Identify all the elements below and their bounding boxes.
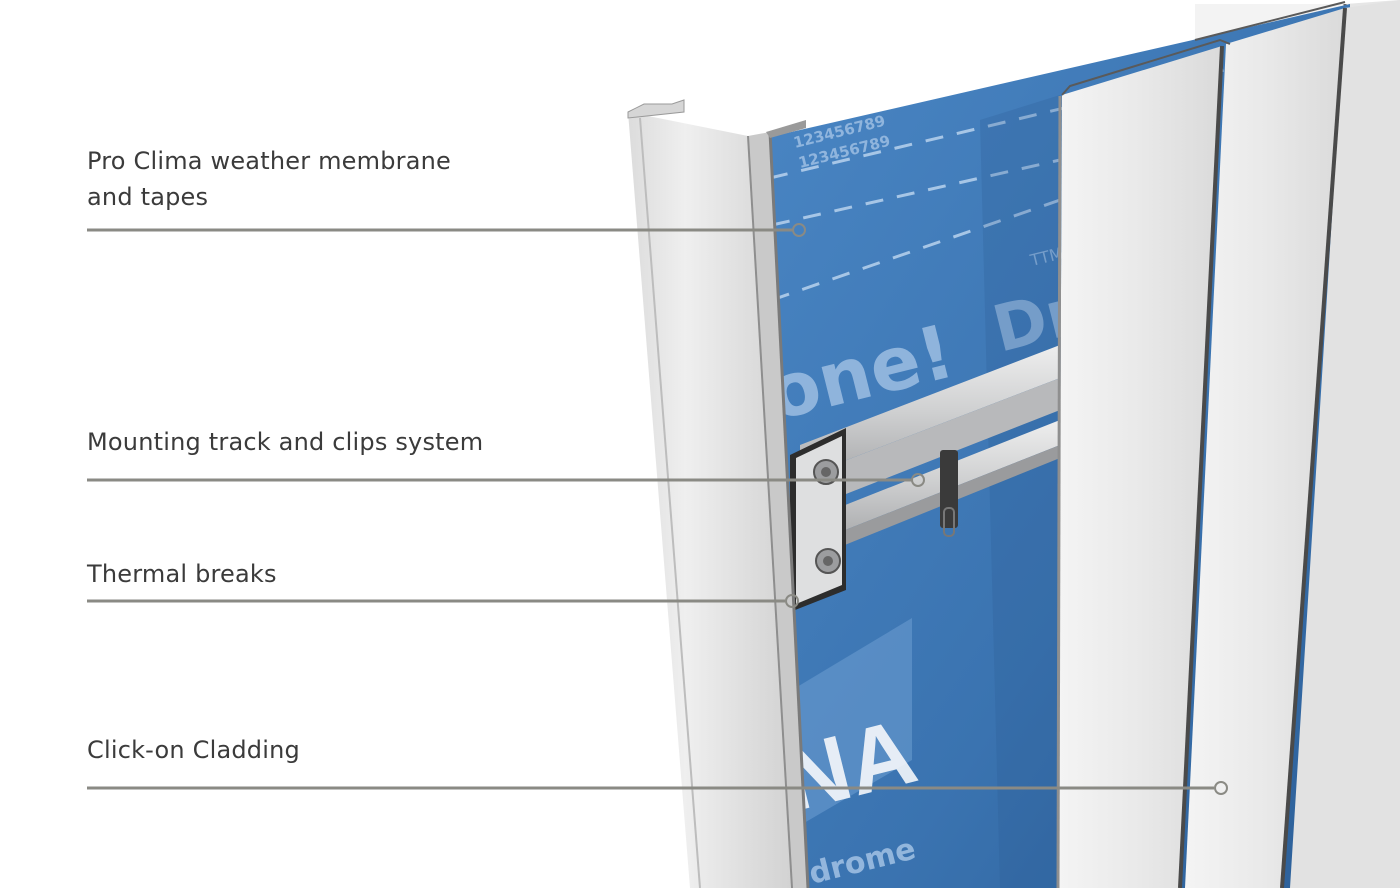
leader-dot-thermal xyxy=(785,594,799,608)
callout-cladding-label: Click-on Cladding xyxy=(87,732,300,768)
bolt-top xyxy=(813,459,839,485)
click-on-cladding-panels xyxy=(1056,0,1400,888)
leader-dot-cladding xyxy=(1214,781,1228,795)
cladding-clip xyxy=(940,450,958,528)
thermal-break-bracket xyxy=(790,428,846,612)
callout-track-line-1: Mounting track and clips system xyxy=(87,428,484,456)
leader-dot-track xyxy=(911,473,925,487)
callout-membrane-line-2: and tapes xyxy=(87,183,209,211)
bolt-bottom xyxy=(815,548,841,574)
callout-cladding-line-1: Click-on Cladding xyxy=(87,736,300,764)
callout-membrane-label: Pro Clima weather membrane and tapes xyxy=(87,143,451,215)
callout-membrane-line-1: Pro Clima weather membrane xyxy=(87,147,452,175)
corner-cladding-post xyxy=(627,99,810,888)
callout-track-label: Mounting track and clips system xyxy=(87,424,483,460)
callout-thermal-label: Thermal breaks xyxy=(87,556,277,592)
callout-thermal-line-1: Thermal breaks xyxy=(87,560,277,588)
leader-dot-membrane xyxy=(792,223,806,237)
leader-lines xyxy=(87,223,1228,795)
